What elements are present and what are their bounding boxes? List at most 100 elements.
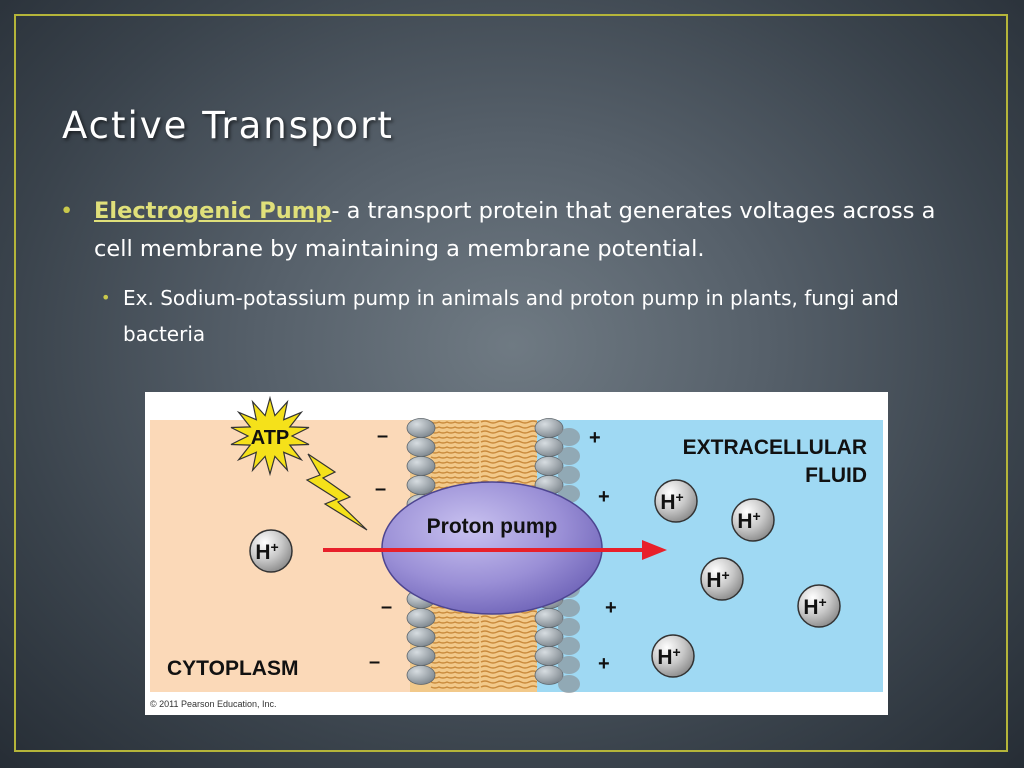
minus-sign: –	[369, 651, 380, 673]
term-electrogenic-pump: Electrogenic Pump	[94, 198, 332, 224]
proton-pump-diagram: Proton pump ATP EXTRACELLULAR FLUID CYTO…	[150, 395, 883, 709]
lipid-tail	[430, 671, 480, 674]
lipid-head-shadow	[558, 618, 580, 636]
lipid-tail	[480, 640, 538, 644]
sub-bullet-dot: •	[101, 288, 111, 307]
svg-text:H+: H+	[660, 489, 683, 514]
slide-title: Active Transport	[62, 104, 394, 147]
plus-sign: +	[605, 597, 617, 619]
atp-label: ATP	[251, 427, 290, 449]
lipid-tail	[430, 636, 480, 639]
sub-bullet-text: Ex. Sodium-potassium pump in animals and…	[123, 286, 899, 346]
lipid-tail	[480, 615, 538, 619]
lipid-tail	[480, 455, 538, 459]
lipid-tail	[480, 470, 538, 474]
ion-extracellular: H+	[700, 557, 744, 601]
lipid-tail	[430, 626, 480, 629]
lipid-tail	[430, 666, 480, 669]
lipid-tail	[480, 635, 538, 639]
svg-text:H+: H+	[255, 539, 278, 564]
lipid-tail	[430, 471, 480, 474]
extracellular-label-line1: EXTRACELLULAR	[683, 436, 867, 459]
lipid-tail	[430, 421, 480, 424]
lipid-tail	[430, 676, 480, 679]
lipid-tail	[480, 625, 538, 629]
slide-frame	[14, 14, 1008, 752]
lipid-tail	[430, 441, 480, 444]
lipid-head-shadow	[558, 466, 580, 484]
lipid-tail	[480, 655, 538, 659]
bullet-electrogenic-pump: • Electrogenic Pump- a transport protein…	[60, 192, 964, 268]
lipid-tail	[430, 646, 480, 649]
ion-symbol: H	[803, 596, 818, 619]
ion-charge: +	[752, 508, 760, 524]
lipid-head-shadow	[558, 656, 580, 674]
lipid-tail	[430, 661, 480, 664]
proton-pump-label: Proton pump	[427, 515, 558, 538]
ion-extracellular: H+	[731, 498, 775, 542]
minus-sign: –	[375, 478, 386, 500]
lipid-tail	[480, 425, 538, 429]
bullet-dot: •	[60, 198, 74, 224]
lipid-tail	[480, 680, 538, 684]
ion-charge: +	[672, 644, 680, 660]
ion-symbol: H	[657, 646, 672, 669]
lipid-tail	[430, 631, 480, 634]
svg-text:H+: H+	[706, 567, 729, 592]
lipid-tail	[480, 675, 538, 679]
lipid-head	[534, 665, 564, 685]
lipid-tail	[430, 616, 480, 619]
cytoplasm-label: CYTOPLASM	[167, 657, 298, 680]
ion-charge: +	[675, 489, 683, 505]
svg-text:H+: H+	[803, 594, 826, 619]
plus-sign: +	[598, 486, 610, 508]
ion-extracellular: H+	[797, 584, 841, 628]
proton-pump-figure: Proton pump ATP EXTRACELLULAR FLUID CYTO…	[145, 392, 888, 715]
lipid-tail	[430, 656, 480, 659]
ion-charge: +	[270, 539, 278, 555]
plus-sign: +	[598, 653, 610, 675]
lipid-tail	[480, 660, 538, 664]
lipid-tail	[480, 420, 538, 424]
lipid-head-shadow	[558, 675, 580, 693]
lipid-tail	[480, 645, 538, 649]
energy-bolt	[305, 453, 368, 531]
lipid-tail	[430, 651, 480, 654]
lipid-head	[406, 646, 436, 666]
atp-starburst	[230, 395, 310, 477]
lipid-head	[406, 475, 436, 495]
minus-sign: –	[377, 425, 388, 447]
lipid-tail	[430, 451, 480, 454]
ion-charge: +	[818, 594, 826, 610]
lipid-tail	[480, 460, 538, 464]
ion-symbol: H	[737, 510, 752, 533]
lipid-tail	[430, 431, 480, 434]
svg-text:H+: H+	[657, 644, 680, 669]
lipid-head	[406, 418, 436, 438]
lipid-tail	[430, 446, 480, 449]
lipid-tail	[480, 440, 538, 444]
lipid-tail	[480, 650, 538, 654]
lipid-head	[406, 437, 436, 457]
lipid-tail	[480, 465, 538, 469]
lipid-tail	[480, 670, 538, 674]
svg-text:H+: H+	[737, 508, 760, 533]
ion-cytoplasm: H+	[249, 529, 293, 573]
lipid-tail	[430, 481, 480, 484]
lipid-tail	[480, 685, 538, 689]
ion-symbol: H	[706, 569, 721, 592]
lipid-head-shadow	[558, 428, 580, 446]
lipid-head	[406, 627, 436, 647]
lipid-tail	[480, 445, 538, 449]
transport-arrowhead	[642, 540, 667, 560]
sub-bullet-example: • Ex. Sodium-potassium pump in animals a…	[101, 280, 953, 352]
lipid-tail	[430, 436, 480, 439]
ion-symbol: H	[255, 541, 270, 564]
lipid-tail	[430, 476, 480, 479]
copyright-notice: © 2011 Pearson Education, Inc.	[150, 699, 277, 709]
lipid-head-shadow	[558, 447, 580, 465]
plus-sign: +	[589, 427, 601, 449]
extracellular-label-line2: FLUID	[805, 464, 867, 487]
lipid-head	[406, 608, 436, 628]
lipid-tail	[430, 456, 480, 459]
